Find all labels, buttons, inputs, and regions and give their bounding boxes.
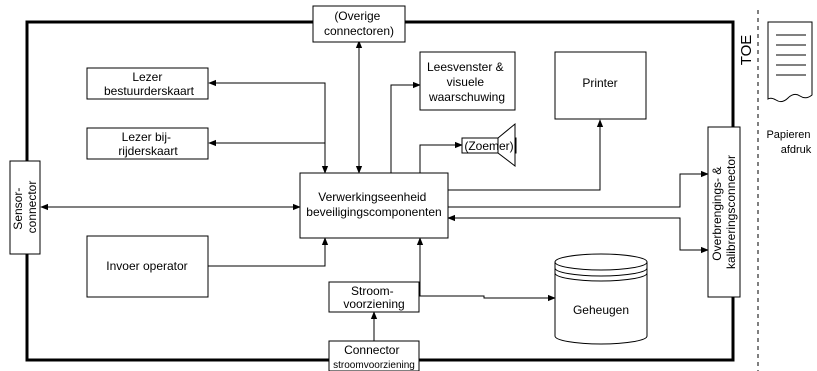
- lezer-bestuurderskaart-label: Lezer bestuurderskaart: [104, 70, 195, 98]
- invoer-operator-box: [86, 235, 209, 298]
- link-cpu-geheugen: [416, 237, 556, 302]
- zoemer-label: (Zoemer): [464, 139, 513, 153]
- stroomvoorziening-label: Stroom- voorziening: [343, 284, 404, 311]
- verwerkingseenheid-box: [299, 172, 449, 239]
- link-cpu-leesvenster: [390, 81, 421, 173]
- connector-stroomvoorziening-label: Connector stroomvoorziening: [333, 341, 415, 371]
- zoemer-speaker-icon: [461, 122, 517, 168]
- lezer-bijrijderskaart-label: Lezer bij- rijderskaart: [118, 130, 178, 158]
- printer-box: [554, 51, 647, 120]
- link-cpu-overbrengings-upper: [448, 170, 709, 208]
- link-cpu-printer: [448, 119, 604, 191]
- paper-printout-icon: [767, 21, 813, 103]
- link-invoer-cpu: [208, 237, 329, 267]
- overige-connectoren-box: [312, 5, 406, 43]
- leesvenster-box: [419, 51, 516, 111]
- geheugen-label: Geheugen: [573, 303, 629, 317]
- toe-label: TOE: [738, 35, 755, 66]
- link-cpu-zoemer: [419, 141, 463, 173]
- leesvenster-label: Leesvenster & visuele waarschuwing: [427, 60, 507, 104]
- stroomvoorziening-box: [328, 281, 420, 313]
- overbrengings-connector-label: Overbrengings- & kalibreringsconnector: [710, 155, 738, 269]
- lezer-bijrijderskaart-box: [86, 127, 209, 160]
- lezer-bestuurderskaart-box: [86, 67, 209, 100]
- papieren-afdruk-label: Papieren afdruk: [766, 129, 813, 156]
- printer-label: Printer: [582, 76, 617, 90]
- sensor-connector-box: [9, 160, 41, 255]
- sensor-connector-label: Sensor- connector: [11, 181, 39, 234]
- link-lezer-bestuurder-cpu: [208, 79, 329, 174]
- connector-stroomvoorziening-box: [328, 340, 420, 371]
- verwerkingseenheid-label: Verwerkingseenheid beveiligingscomponent…: [306, 190, 441, 219]
- overbrengings-connector-box: [707, 126, 741, 298]
- overige-connectoren-label: (Overige connectoren): [324, 9, 394, 38]
- link-cpu-overbrengings-lower: [447, 214, 709, 254]
- invoer-operator-label: Invoer operator: [106, 259, 187, 273]
- geheugen-cylinder: [554, 253, 648, 345]
